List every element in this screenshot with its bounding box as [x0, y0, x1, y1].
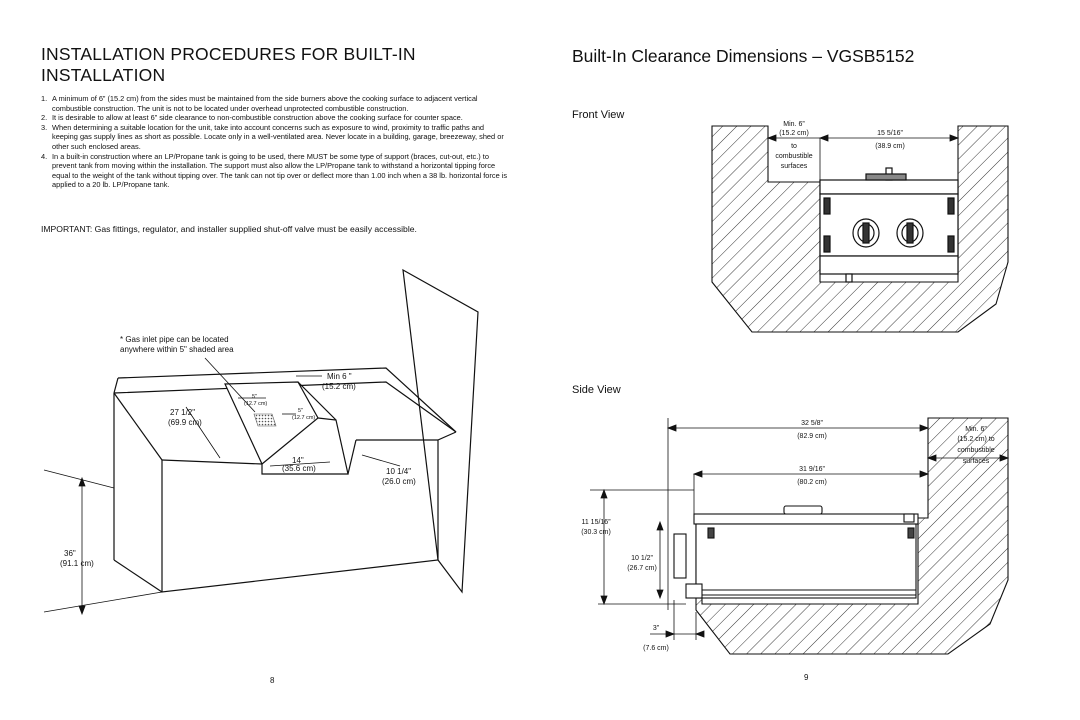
front-view-diagram: Min. 6” (15.2 cm) to combustible surface… — [711, 121, 1009, 333]
dim-27-cm: (69.9 cm) — [168, 418, 202, 427]
front-min6-cm: (15.2 cm) — [779, 130, 809, 137]
step-text: A minimum of 6” (15.2 cm) from the sides… — [52, 94, 478, 113]
side-d3-cm: (7.6 cm) — [643, 645, 669, 652]
front-min6: Min. 6” — [783, 121, 805, 128]
front-width: 15 5/16” — [877, 130, 903, 137]
counter-back-edge-lower — [113, 381, 457, 433]
list-item: 1. A minimum of 6” (15.2 cm) from the sid… — [41, 94, 511, 113]
dim-5a: 5" — [252, 394, 257, 400]
side-min6-surfaces: surfaces — [963, 458, 990, 465]
back-wall — [402, 268, 479, 594]
installation-steps: 1. A minimum of 6” (15.2 cm) from the sid… — [41, 94, 511, 190]
step-number: 3. — [41, 122, 48, 132]
dim-10-cm: (26.0 cm) — [382, 477, 416, 486]
important-note: IMPORTANT: Gas fittings, regulator, and … — [41, 224, 417, 234]
side-min6: Min. 6” — [965, 426, 987, 433]
list-item: 4. In a built-in construction where an LP… — [41, 152, 511, 190]
dim-14: 14" — [292, 456, 304, 465]
side-d10: 10 1/2” — [631, 555, 653, 562]
step-text: In a built-in construction where an LP/P… — [52, 151, 508, 190]
list-item: 3. When determining a suitable location f… — [41, 123, 511, 152]
dim-36-cm: (91.1 cm) — [60, 559, 94, 568]
page-title-right: Built-In Clearance Dimensions – VGSB5152 — [572, 46, 915, 66]
page-title-left: INSTALLATION PROCEDURES FOR BUILT-IN INS… — [41, 44, 416, 85]
front-min6-to: to — [791, 143, 797, 150]
counter-back-edge — [117, 367, 457, 433]
diagram-note-line1: * Gas inlet pipe can be located — [120, 335, 229, 344]
side-d11: 11 15/16” — [581, 519, 611, 526]
side-d32: 32 5/8” — [801, 420, 823, 427]
side-min6-cm: (15.2 cm) to — [957, 436, 994, 443]
side-d11-cm: (30.3 cm) — [581, 529, 611, 536]
side-d31-cm: (80.2 cm) — [797, 479, 827, 486]
step-number: 2. — [41, 113, 48, 123]
side-d32-cm: (82.9 cm) — [797, 433, 827, 440]
built-in-cutout-diagram: * Gas inlet pipe can be located anywhere… — [43, 268, 479, 616]
side-view-label: Side View — [572, 384, 621, 396]
gas-inlet-shaded-area — [253, 413, 277, 427]
front-view-label: Front View — [572, 109, 625, 121]
dim-min6-cm: (15.2 cm) — [322, 382, 356, 391]
step-number: 1. — [41, 94, 48, 103]
diagram-note-line2: anywhere within 5" shaded area — [120, 345, 234, 354]
side-min6-combustible: combustible — [957, 447, 994, 454]
front-min6-combustible: combustible — [775, 153, 812, 160]
dim-36: 36" — [64, 549, 76, 558]
page-number-left: 8 — [270, 676, 275, 685]
step-text: When determining a suitable location for… — [52, 122, 504, 151]
side-burner-unit — [819, 167, 959, 283]
dim-27: 27 1/2" — [170, 408, 195, 417]
dim-5b: 5" — [298, 408, 303, 414]
step-text: It is desirable to allow at least 6” sid… — [52, 113, 463, 123]
dim-10: 10 1/4" — [386, 467, 411, 476]
side-d31: 31 9/16” — [799, 466, 825, 473]
dim-5a-cm: (12.7 cm) — [244, 401, 267, 407]
side-view-diagram: 32 5/8” (82.9 cm) 31 9/16” (80.2 cm) Min… — [581, 417, 1010, 655]
side-unit-profile — [673, 505, 919, 599]
page-number-right: 9 — [804, 673, 809, 682]
list-item: 2. It is desirable to allow at least 6” s… — [41, 113, 511, 123]
side-d10-cm: (26.7 cm) — [627, 565, 657, 572]
dim-14-cm: (35.6 cm) — [282, 464, 316, 473]
step-number: 4. — [41, 151, 48, 161]
front-min6-surfaces: surfaces — [781, 163, 808, 170]
dim-min6: Min 6 " — [327, 372, 352, 381]
front-width-cm: (38.9 cm) — [875, 143, 905, 150]
dim-5b-cm: (12.7 cm) — [292, 415, 315, 421]
side-d3: 3” — [653, 625, 660, 632]
